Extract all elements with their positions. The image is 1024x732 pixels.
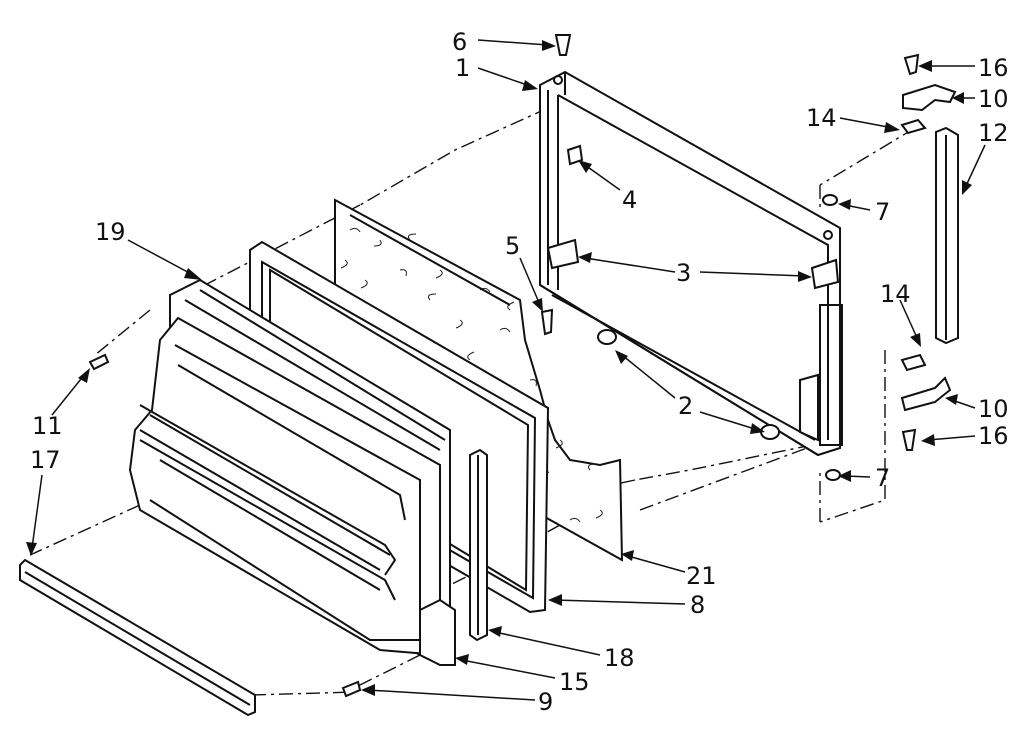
callout-3: 3	[676, 259, 691, 287]
callout-7-top: 7	[875, 198, 890, 226]
liner-frame-part-1	[539, 70, 843, 457]
upper-hinge-part-10	[902, 83, 957, 112]
screw-part-5	[540, 308, 554, 336]
screw-part-11	[88, 353, 110, 371]
trim-part-15	[419, 598, 456, 666]
bracket-part-3-left	[546, 238, 580, 270]
cap-part-7-top	[822, 194, 838, 206]
bracket-part-3-right	[810, 258, 840, 290]
handle-part-12	[935, 126, 959, 345]
lower-shim-part-14	[900, 353, 927, 372]
bushing-part-2-left	[597, 329, 617, 345]
callout-1: 1	[455, 54, 470, 82]
callout-labels: 6 1 16 10 14 12 4 7 19 5 3 14 2 10 11 16…	[30, 28, 1009, 716]
callout-14-top: 14	[806, 104, 837, 132]
callout-7-bottom: 7	[875, 464, 890, 492]
callout-arrows	[26, 39, 986, 701]
stop-part-4	[566, 144, 584, 166]
screw-part-6	[554, 34, 572, 56]
callout-16-top: 16	[978, 54, 1009, 82]
callout-8: 8	[690, 591, 705, 619]
callout-2: 2	[678, 392, 693, 420]
callout-4: 4	[622, 186, 637, 214]
callout-9: 9	[538, 688, 553, 716]
callout-5: 5	[505, 232, 520, 260]
screw-part-16-top	[903, 53, 920, 76]
callout-14-bottom: 14	[880, 280, 911, 308]
upper-shim-part-14	[900, 118, 927, 135]
callout-6: 6	[452, 28, 467, 56]
callout-19: 19	[95, 218, 126, 246]
bottom-strip	[19, 558, 256, 717]
callout-15: 15	[559, 668, 590, 696]
callout-11: 11	[32, 412, 63, 440]
cap-part-7-bottom	[825, 469, 841, 481]
callout-16-bottom: 16	[978, 422, 1009, 450]
screw-part-16-bottom	[901, 428, 917, 451]
door-liner-part-17	[128, 316, 441, 657]
callout-21: 21	[686, 562, 717, 590]
callout-12: 12	[978, 119, 1009, 147]
callout-18: 18	[604, 644, 635, 672]
callout-10-bottom: 10	[978, 395, 1009, 423]
screw-part-9	[341, 680, 362, 698]
lower-hinge-part-10	[900, 376, 952, 412]
trim-strip-part-18	[469, 448, 488, 642]
callout-10-top: 10	[978, 85, 1009, 113]
callout-17: 17	[30, 446, 61, 474]
